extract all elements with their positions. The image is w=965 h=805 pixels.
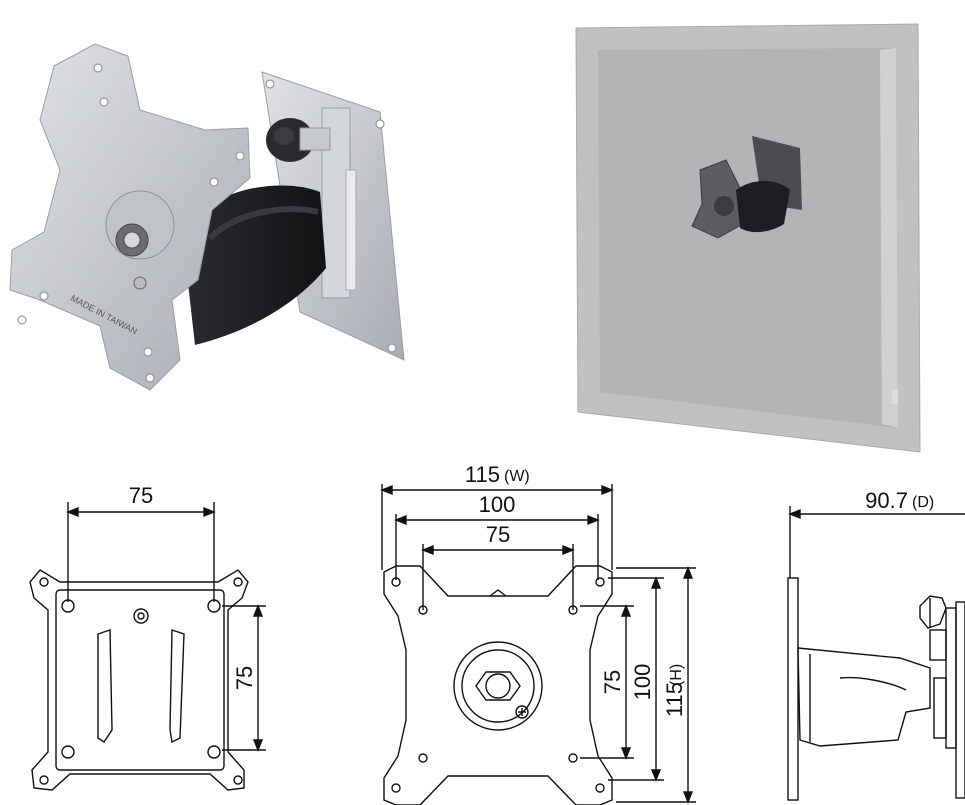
depth-value: 90.7	[865, 488, 908, 513]
side-view-drawing: 90.7 (D)	[780, 478, 965, 805]
monitor-screen	[598, 48, 898, 428]
width-75-label: 75	[486, 522, 510, 547]
swing-arm	[182, 185, 326, 345]
bracket-photo: MADE IN TAIWAN	[0, 0, 420, 400]
rear-width-label: 75	[129, 483, 153, 508]
front-view-drawing: 115 (W) 100 75 75 100 115 (H)	[370, 460, 710, 805]
front-plate-outline	[383, 565, 613, 805]
height-100-label: 100	[630, 664, 655, 701]
width-100-label: 100	[479, 492, 516, 517]
depth-suffix: (D)	[912, 494, 934, 511]
overall-height-value: 115	[662, 682, 687, 717]
side-arm	[797, 647, 931, 747]
overall-width-value: 115	[465, 462, 500, 487]
height-75-label: 75	[600, 670, 625, 694]
rear-view-drawing: 75 75	[0, 470, 300, 805]
overall-height-suffix: (H)	[668, 664, 685, 686]
overall-width-suffix: (W)	[504, 468, 530, 485]
side-plate	[787, 577, 799, 801]
knob-icon	[266, 118, 331, 162]
mini-bracket	[691, 136, 802, 239]
rear-height-label: 75	[232, 666, 257, 690]
plate-outline	[29, 569, 249, 791]
monitor-photo	[540, 20, 960, 460]
